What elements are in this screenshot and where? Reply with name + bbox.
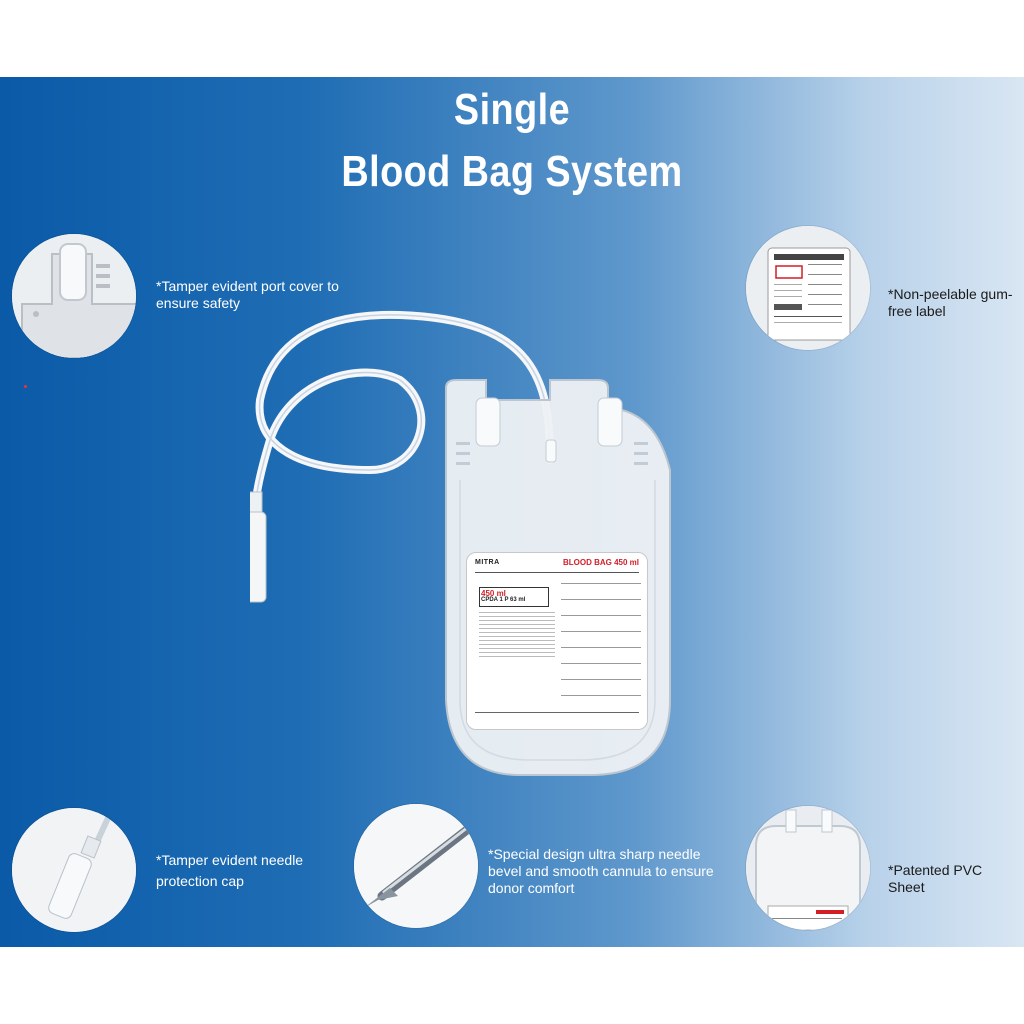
label-text-lines [479,609,555,660]
label-caption: *Non-peelable gum-free label [888,286,1013,319]
port-cover-image [12,234,136,358]
blood-bag-illustration: MITRA BLOOD BAG 450 ml 450 ml CPDA 1 P 6… [250,230,700,790]
volume-box [479,587,549,607]
needle-cap-caption: *Tamper evident needle protection cap [156,852,304,889]
needle-image [354,804,478,928]
product-label: MITRA BLOOD BAG 450 ml 450 ml CPDA 1 P 6… [466,552,648,730]
label-image [746,226,870,350]
label-product-name: BLOOD BAG 450 ml [562,558,639,567]
label-brand: MITRA [475,559,500,566]
label-anticoagulant: CPDA 1 P 63 ml [481,597,526,603]
needle-caption: *Special design ultra sharp needle bevel… [488,846,714,896]
label-volume: 450 ml [481,589,506,598]
port-cover-caption: *Tamper evident port cover to ensure saf… [156,278,339,311]
red-dot-mark [24,385,27,388]
pvc-sheet-caption: *Patented PVC Sheet [888,862,983,895]
label-grid [561,583,641,703]
label-footer [475,712,639,721]
needle-cap-image [12,808,136,932]
pvc-sheet-image [746,806,870,930]
page-title-line-2: Blood Bag System [341,147,683,196]
page-title-line-1: Single [453,85,571,134]
